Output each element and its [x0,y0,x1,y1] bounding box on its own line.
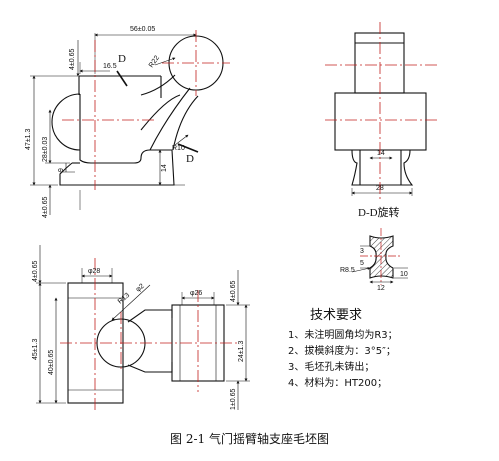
figure-caption: 图 2-1 气门摇臂轴支座毛坯图 [170,432,329,446]
dim-top-phi2: φ2 [135,283,146,294]
dim-front-center-dist: 56±0.05 [130,26,155,33]
section-dd [351,228,408,285]
top-view [36,245,250,410]
dim-front-14: 14 [161,164,168,172]
requirements-title: 技术要求 [310,308,363,323]
dim-top-r13: R13 [117,292,131,306]
dim-top-phi28: φ28 [88,268,100,275]
side-view [334,32,427,196]
dim-sec-r85: R8.5 [340,267,355,274]
section-mark-2: D [186,153,194,165]
dim-front-28: 28±0.03 [42,137,49,162]
dimension-texts: 56±0.05 16.5 R22 4±0.65 47±1.3 28±0.03 9… [25,26,408,410]
section-mark-1: D [118,53,126,65]
side-centerlines [325,22,440,200]
dim-front-9: 9 [58,168,65,172]
dim-top-right-top: 4±0.65 [230,281,237,302]
dim-front-total-ht: 47±1.3 [25,129,32,150]
dim-top-right-bot: 1±0.65 [230,389,237,410]
dim-sec-12: 12 [377,285,385,292]
dim-front-top-ht: 4±0.65 [69,49,76,70]
dim-side-28: 28 [376,185,384,192]
requirement-item: 3、毛坯孔未铸出； [288,362,375,373]
dim-front-left-offset: 16.5 [103,63,117,70]
dim-sec-5: 5 [360,260,364,267]
dim-top-left-total: 45±1.3 [32,339,39,360]
technical-requirements: 技术要求 1、未注明圆角均为R3； 2、拔模斜度为：3°5″； 3、毛坯孔未铸出… [288,304,398,392]
requirement-item: 2、拔模斜度为：3°5″； [288,346,396,357]
dim-top-phi26: φ26 [190,290,202,297]
dim-front-r22: R22 [148,55,161,70]
front-view [30,33,224,215]
dim-front-bot: 4±0.65 [42,197,49,218]
dim-top-left-mid: 40±0.65 [48,350,55,375]
front-centerlines [62,30,230,190]
dim-sec-3: 3 [360,248,364,255]
requirement-item: 1、未注明圆角均为R3； [288,330,398,341]
dim-sec-10: 10 [400,271,408,278]
dim-front-r10: R10 [172,145,185,152]
section-label: D-D旋转 [358,205,400,219]
requirement-item: 4、材料为：HT200； [288,378,388,389]
top-centerlines [60,258,240,412]
dim-top-left-top: 4±0.65 [32,261,39,282]
dim-top-right-mid: 24±1.3 [238,341,245,362]
dim-side-14: 14 [377,150,385,157]
